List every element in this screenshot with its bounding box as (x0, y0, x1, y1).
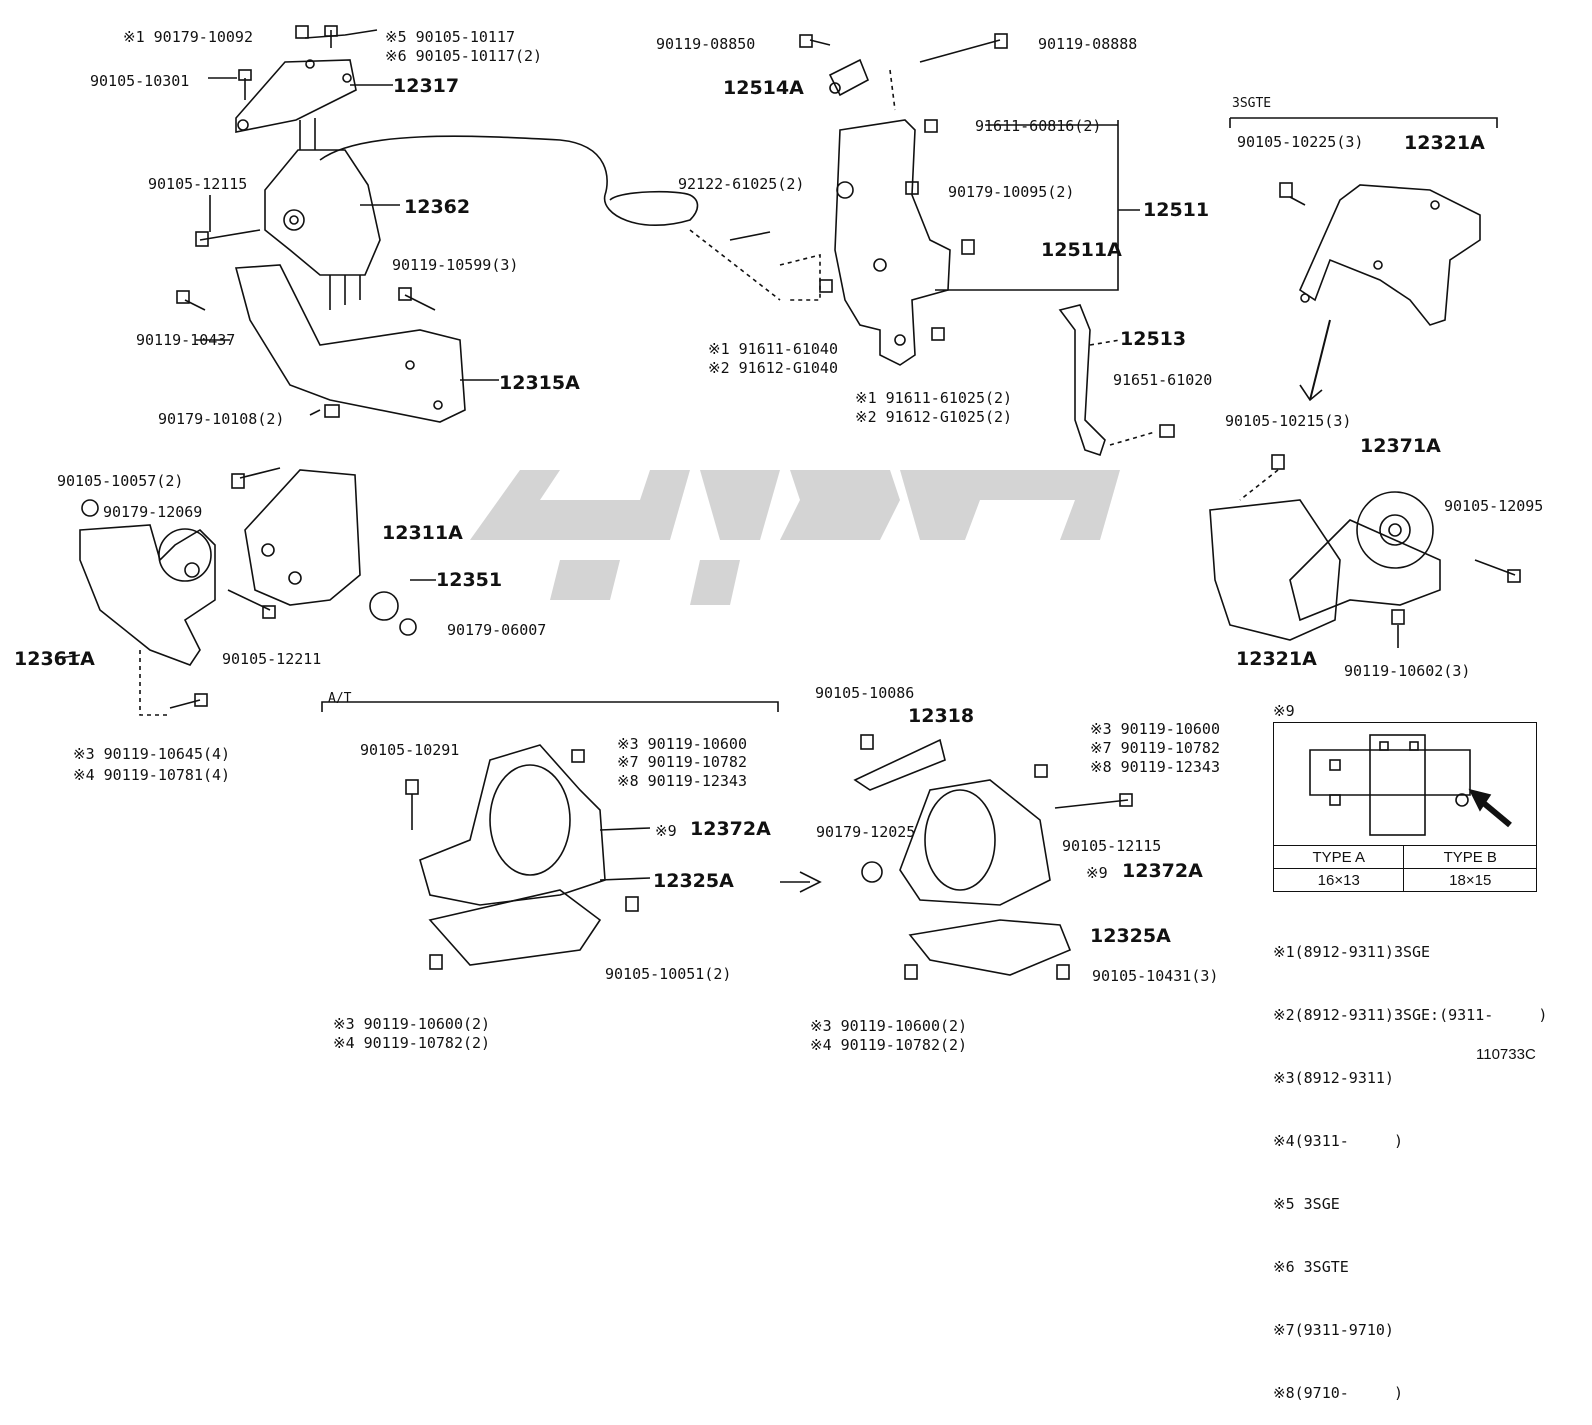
part-number-label: 12361A (14, 648, 95, 670)
part-code-label: 90119-10437 (136, 331, 236, 349)
part-code-label: ※8 90119-12343 (617, 772, 747, 790)
part-code-label: ※5 90105-10117 (385, 28, 515, 46)
part-number-label: 12351 (436, 569, 503, 591)
footnotes: ※1(8912-9311)3SGE ※2(8912-9311)3SGE:(931… (1273, 900, 1547, 1425)
part-number-label: 12362 (404, 196, 471, 218)
part-number-label: 12317 (393, 75, 460, 97)
type-b-value: 18×15 (1403, 868, 1536, 891)
part-code-label: ※3 90119-10600 (617, 735, 747, 753)
part-code-label: A/T (328, 691, 352, 706)
bracket-3sgte-group (1209, 117, 1521, 648)
part-code-label: 91651-61020 (1113, 371, 1213, 389)
watermark-logo (470, 470, 1120, 605)
note: ※3(8912-9311) (1273, 1069, 1394, 1087)
note: ※6 3SGTE (1273, 1258, 1349, 1276)
part-code-label: ※7 90119-10782 (1090, 739, 1220, 757)
part-code-label: ※4 90119-10782(2) (810, 1036, 968, 1054)
note: ※2(8912-9311)3SGE:(9311- ) (1273, 1006, 1548, 1024)
part-code-label: 90105-10301 (90, 72, 190, 90)
part-code-label: 90105-10215(3) (1225, 412, 1352, 430)
part-number-label: 12318 (908, 705, 975, 727)
part-code-label: 91611-60816(2) (975, 117, 1102, 135)
part-code-label: ※3 90119-10600 (1090, 720, 1220, 738)
parts-diagram (59, 25, 1521, 980)
part-code-label: ※7 90119-10782 (617, 753, 747, 771)
part-code-label: 90105-10291 (360, 741, 460, 759)
part-code-label: ※1 91611-61040 (708, 340, 838, 358)
part-code-label: ※9 (1273, 702, 1295, 720)
hose-line (319, 135, 608, 196)
part-code-label: ※1 91611-61025(2) (855, 389, 1013, 407)
part-code-label: ※9 (1086, 864, 1108, 882)
part-code-label: 90105-12095 (1444, 497, 1544, 515)
part-number-label: 12321A (1404, 132, 1485, 154)
part-number-label: 12514A (723, 77, 804, 99)
part-code-label: 92122-61025(2) (678, 175, 805, 193)
type-detail-drawing (1309, 734, 1512, 836)
part-code-label: ※6 90105-10117(2) (385, 47, 543, 65)
engine-bracket-12511 (729, 33, 1140, 366)
part-code-label: 90119-08888 (1038, 35, 1138, 53)
part-code-label: 90119-10602(3) (1344, 662, 1471, 680)
note: ※5 3SGE (1273, 1195, 1340, 1213)
note: ※8(9710- ) (1273, 1384, 1403, 1402)
type-a-header: TYPE A (1274, 845, 1404, 869)
part-code-label: 90105-10051(2) (605, 965, 732, 983)
diagram-code: 110733C (1476, 1046, 1536, 1063)
part-code-label: ※4 90119-10781(4) (73, 766, 231, 784)
part-number-label: 12511 (1143, 199, 1210, 221)
at-mount-group (405, 744, 651, 970)
part-code-label: 90179-10095(2) (948, 183, 1075, 201)
part-number-label: 12511A (1041, 239, 1122, 261)
part-number-label: 12372A (690, 818, 771, 840)
part-code-label: 90105-12115 (148, 175, 248, 193)
torque-rod-12513 (1058, 304, 1175, 457)
part-code-label: 90105-10057(2) (57, 472, 184, 490)
part-code-label: ※3 90119-10645(4) (73, 745, 231, 763)
part-code-label: 90119-08850 (656, 35, 756, 53)
type-a-value: 16×13 (1274, 868, 1404, 891)
type-b-header: TYPE B (1403, 845, 1536, 869)
part-code-label: 90119-10599(3) (392, 256, 519, 274)
part-code-label: 90105-10431(3) (1092, 967, 1219, 985)
part-code-label: 90179-10108(2) (158, 410, 285, 428)
part-code-label: 3SGTE (1232, 96, 1272, 111)
type-detail-box: TYPE A TYPE B 16×13 18×15 (1273, 722, 1537, 892)
type-table: TYPE A TYPE B 16×13 18×15 (1274, 845, 1536, 891)
part-code-label: ※1 90179-10092 (123, 28, 253, 46)
part-number-label: 12315A (499, 372, 580, 394)
note: ※4(9311- ) (1273, 1132, 1403, 1150)
part-code-label: ※2 91612-G1040 (708, 359, 838, 377)
part-code-label: 90105-12115 (1062, 837, 1162, 855)
part-code-label: 90105-10225(3) (1237, 133, 1364, 151)
part-number-label: 12325A (1090, 925, 1171, 947)
at-mount-right-group (853, 734, 1133, 980)
part-number-label: 12325A (653, 870, 734, 892)
note: ※1(8912-9311)3SGE (1273, 943, 1431, 961)
part-code-label: ※8 90119-12343 (1090, 758, 1220, 776)
part-code-label: ※4 90119-10782(2) (333, 1034, 491, 1052)
part-number-label: 12372A (1122, 860, 1203, 882)
part-code-label: 90179-06007 (447, 621, 547, 639)
part-code-label: ※3 90119-10600(2) (810, 1017, 968, 1035)
engine-mount-right-group (176, 25, 499, 423)
part-code-label: 90179-12069 (103, 503, 203, 521)
part-code-label: ※3 90119-10600(2) (333, 1015, 491, 1033)
part-code-label: ※9 (655, 822, 677, 840)
part-number-label: 12513 (1120, 328, 1187, 350)
note: ※7(9311-9710) (1273, 1321, 1394, 1339)
part-code-label: ※2 91612-G1025(2) (855, 408, 1013, 426)
part-number-label: 12321A (1236, 648, 1317, 670)
part-number-label: 12371A (1360, 435, 1441, 457)
part-code-label: 90105-10086 (815, 684, 915, 702)
part-number-label: 12311A (382, 522, 463, 544)
part-code-label: 90179-12025 (816, 823, 916, 841)
part-code-label: 90105-12211 (222, 650, 322, 668)
engine-mount-left-group (59, 467, 436, 716)
